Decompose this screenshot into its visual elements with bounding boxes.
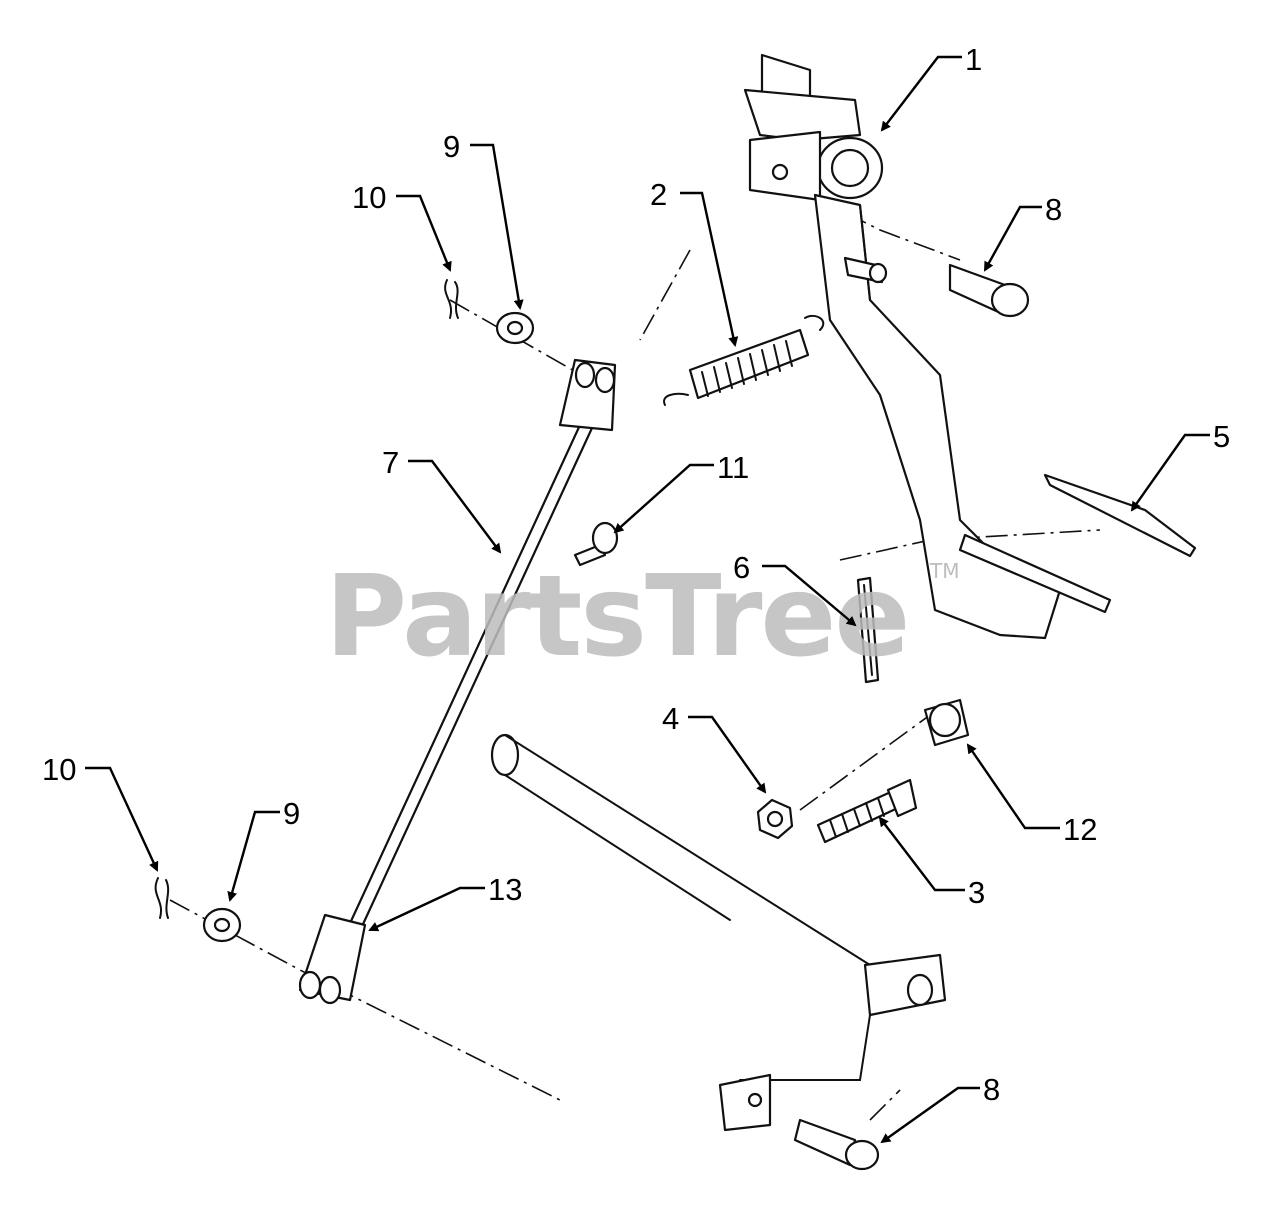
- callout-8-top: 8: [983, 192, 1062, 272]
- watermark-text: PartsTree: [325, 552, 908, 682]
- hairpin-clip-top-part: [444, 279, 459, 319]
- brake-pedal-part: [743, 53, 1112, 640]
- callout-3: 3: [878, 816, 985, 910]
- cotter-pin-part: [856, 576, 880, 684]
- callout-label: 1: [965, 42, 982, 77]
- callout-label: 8: [983, 1072, 1000, 1107]
- clevis-pin-bottom-part: [793, 1118, 880, 1171]
- callout-9-top: 9: [443, 129, 524, 310]
- callout-label: 2: [650, 177, 667, 212]
- adjusting-bolt-part: [816, 778, 918, 844]
- brake-rod-part: [298, 358, 617, 1005]
- washer-top-part: [495, 311, 535, 345]
- clevis-pin-top-part: [948, 263, 1030, 318]
- watermark-tm: TM: [929, 559, 959, 583]
- callout-6: 6: [733, 550, 857, 627]
- hairpin-clip-bottom-part: [154, 877, 170, 919]
- callout-8-bottom: 8: [880, 1072, 1000, 1144]
- callout-12: 12: [966, 743, 1097, 847]
- callout-label: 5: [1213, 419, 1230, 454]
- pedal-pad-part: [1043, 473, 1197, 558]
- callout-label: 12: [1063, 812, 1097, 847]
- callout-label: 10: [42, 752, 76, 787]
- callout-label: 9: [283, 796, 300, 831]
- hex-nut-part: [756, 798, 794, 840]
- callout-13: 13: [368, 872, 522, 932]
- callout-5: 5: [1130, 419, 1230, 512]
- callout-label: 8: [1045, 192, 1062, 227]
- cross-shaft-part: [490, 733, 947, 1132]
- callout-2: 2: [650, 177, 739, 347]
- callout-10-top: 10: [352, 180, 452, 272]
- spacer-part: [923, 698, 970, 747]
- shoulder-bolt-part: [573, 521, 619, 567]
- callout-4: 4: [662, 701, 767, 794]
- callout-label: 7: [382, 445, 399, 480]
- callout-10-bottom: 10: [42, 752, 159, 872]
- callout-label: 3: [968, 875, 985, 910]
- callout-7: 7: [382, 445, 502, 554]
- callout-label: 13: [488, 872, 522, 907]
- callout-label: 10: [352, 180, 386, 215]
- callout-label: 4: [662, 701, 679, 736]
- callout-label: 6: [733, 550, 750, 585]
- callout-9-bottom: 9: [227, 796, 300, 902]
- extension-spring-part: [663, 314, 825, 406]
- callout-label: 11: [717, 450, 749, 485]
- callout-11: 11: [613, 450, 749, 534]
- watermark: PartsTree TM: [325, 552, 959, 682]
- callout-1: 1: [880, 42, 982, 132]
- callout-label: 9: [443, 129, 460, 164]
- washer-bottom-part: [202, 907, 242, 943]
